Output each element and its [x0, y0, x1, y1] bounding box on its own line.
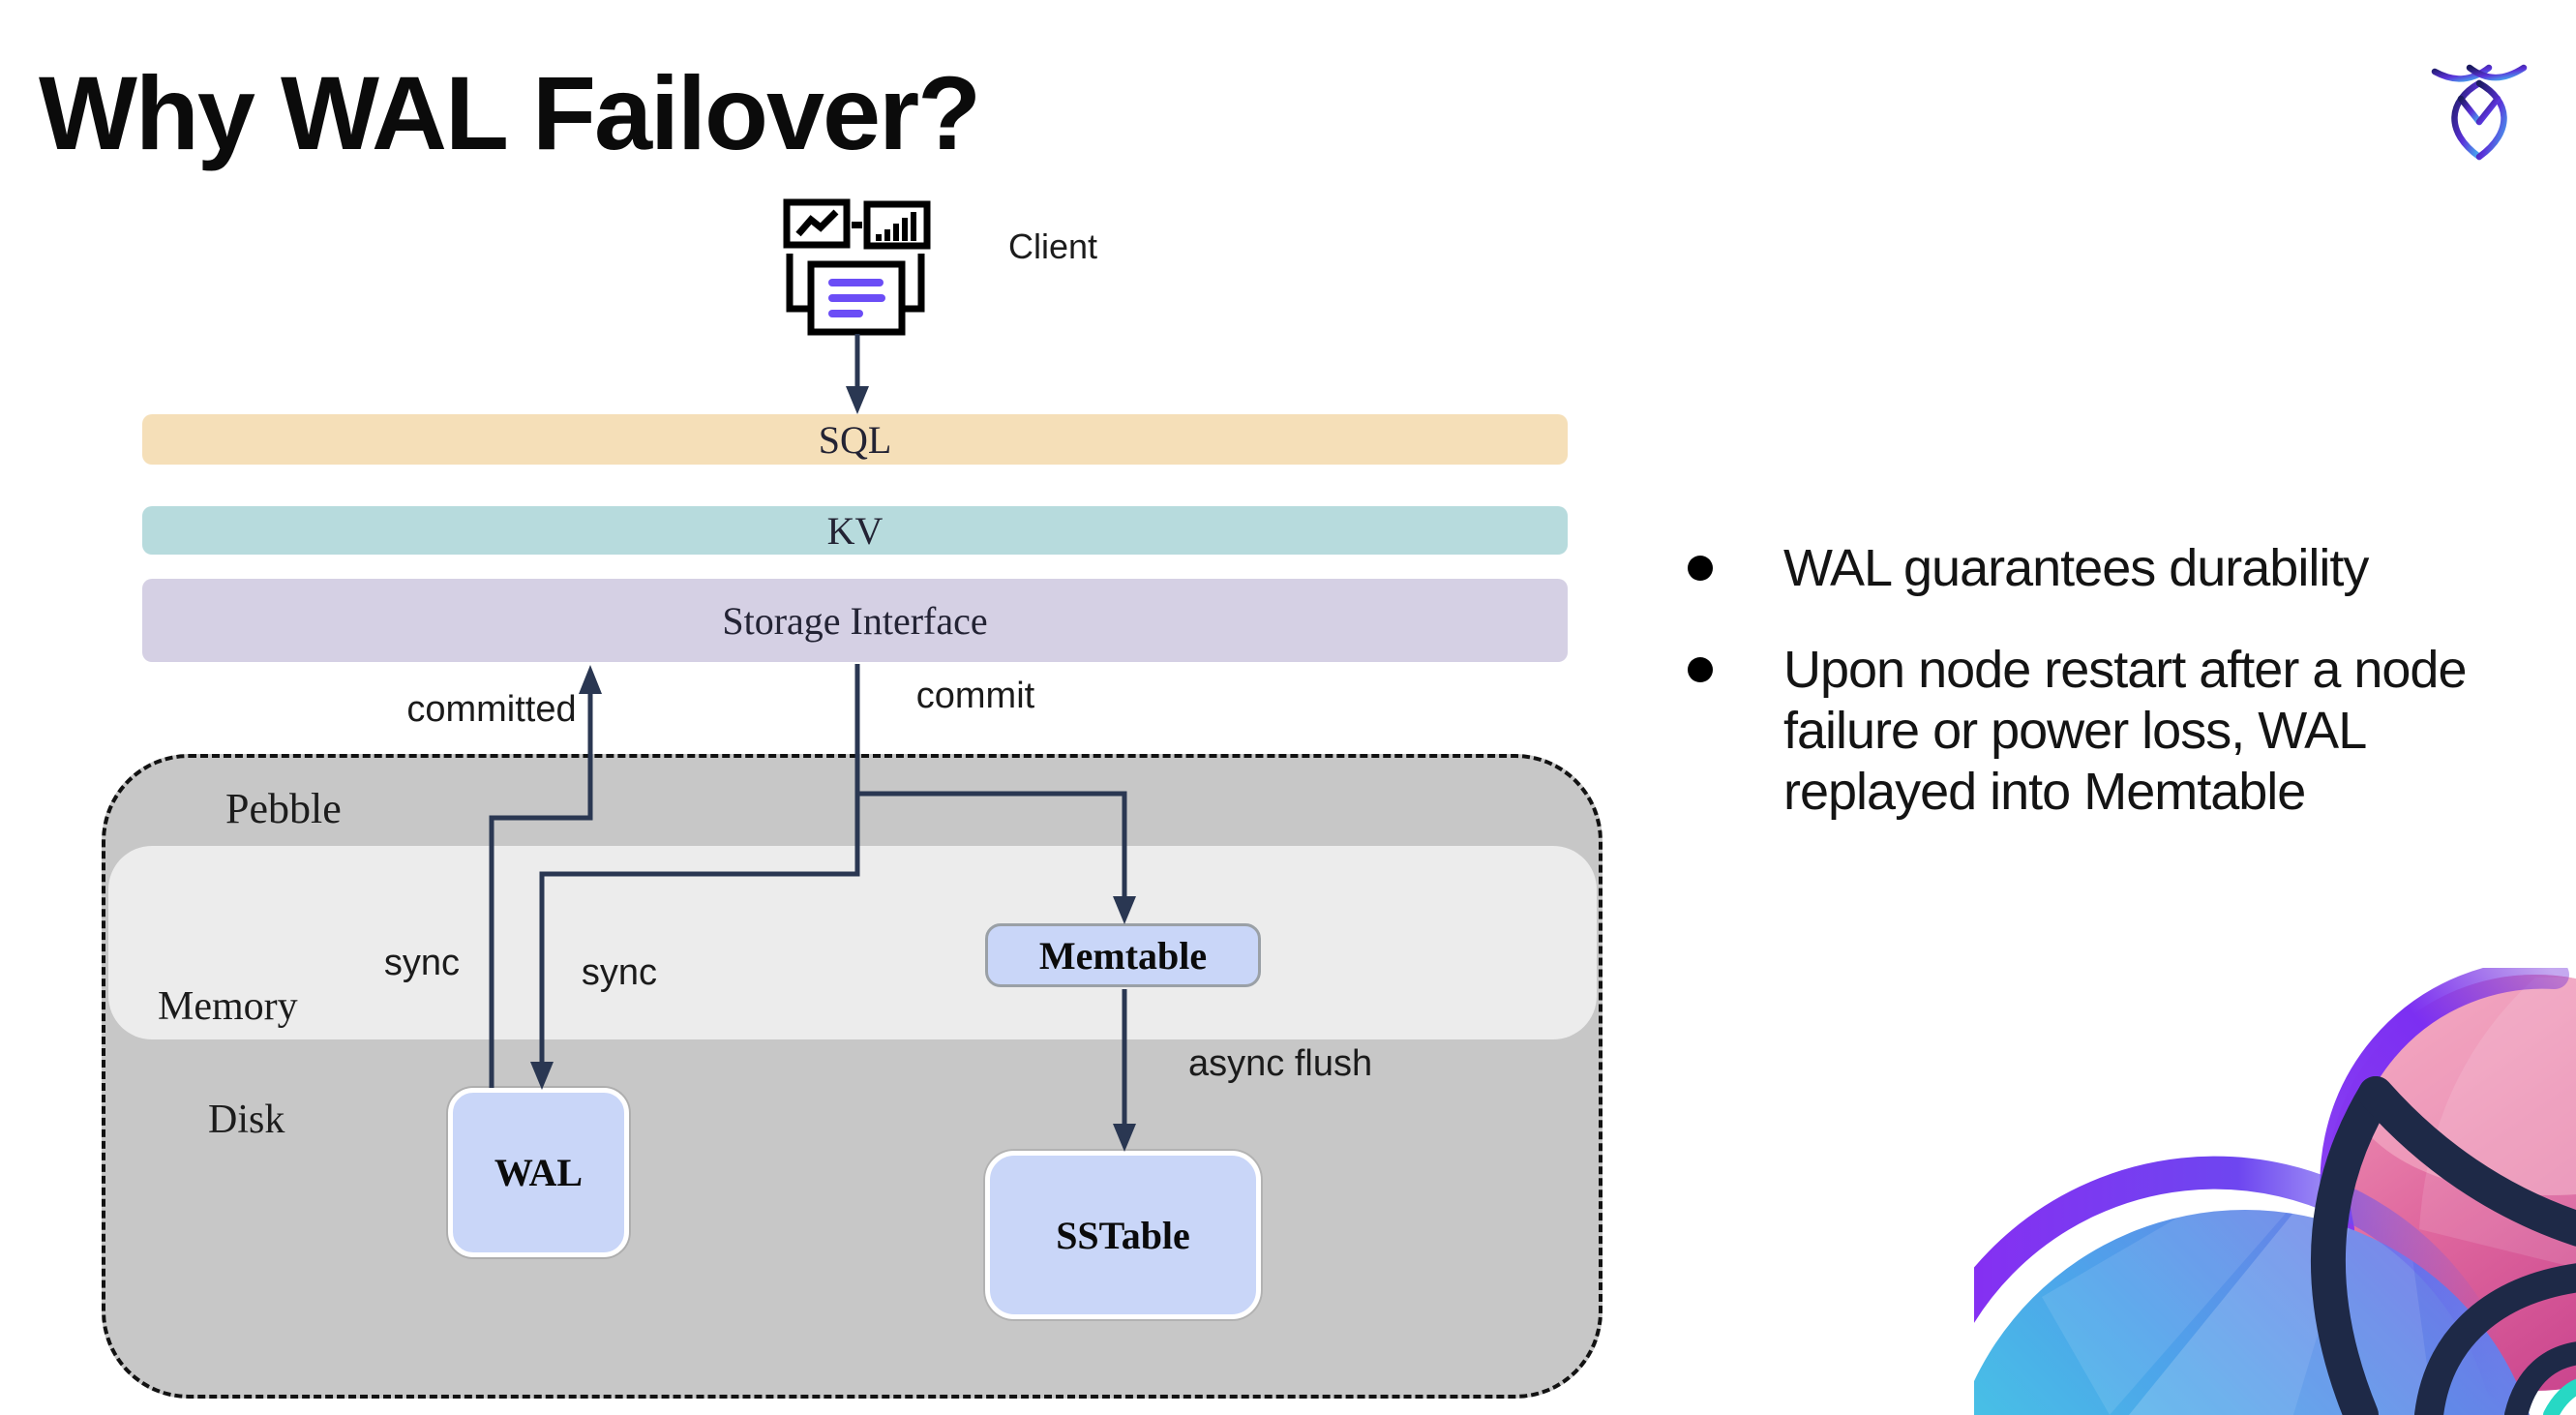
cockroachdb-logo-icon	[2431, 64, 2528, 161]
layer-bar-sql: SQL	[142, 414, 1568, 465]
wal-label: WAL	[494, 1151, 584, 1194]
arrowhead-client-sql	[846, 386, 869, 414]
sync-up-edge-label: sync	[383, 943, 461, 983]
list-item: Upon node restart after a node failure o…	[1688, 640, 2520, 823]
bullet-dot-icon	[1688, 556, 1713, 581]
bullet-dot-icon	[1688, 657, 1713, 682]
bullet-list: WAL guarantees durability Upon node rest…	[1688, 538, 2520, 863]
client-dashboards-icon	[783, 198, 931, 336]
blue-circle	[1974, 1210, 2531, 1415]
pebble-label: Pebble	[225, 785, 342, 832]
page-title: Why WAL Failover?	[39, 54, 981, 171]
memtable-node: Memtable	[985, 923, 1261, 987]
disk-label: Disk	[208, 1098, 285, 1142]
client-label: Client	[1008, 226, 1098, 266]
sstable-label: SSTable	[1056, 1213, 1190, 1257]
layer-bar-kv: KV	[142, 506, 1568, 555]
wal-node: WAL	[448, 1088, 629, 1257]
sstable-node: SSTable	[985, 1151, 1261, 1319]
layer-bar-storage-interface: Storage Interface	[142, 579, 1568, 662]
memtable-label: Memtable	[1038, 933, 1208, 978]
async-flush-edge-label: async flush	[1188, 1043, 1373, 1084]
bullet-text: Upon node restart after a node failure o…	[1783, 641, 2468, 821]
storage-interface-label: Storage Interface	[722, 598, 988, 643]
list-item: WAL guarantees durability	[1688, 538, 2520, 599]
navy-glyph-strokes	[2310, 1076, 2576, 1415]
bullet-text: WAL guarantees durability	[1783, 539, 2369, 597]
memory-label: Memory	[158, 984, 298, 1029]
sql-label: SQL	[818, 417, 892, 462]
committed-edge-label: committed	[406, 689, 577, 730]
commit-edge-label: commit	[915, 676, 1035, 716]
kv-label: KV	[826, 508, 884, 553]
brand-decoration-graphic	[1974, 968, 2576, 1415]
memory-region	[108, 846, 1597, 1039]
sync-down-edge-label: sync	[581, 952, 658, 993]
